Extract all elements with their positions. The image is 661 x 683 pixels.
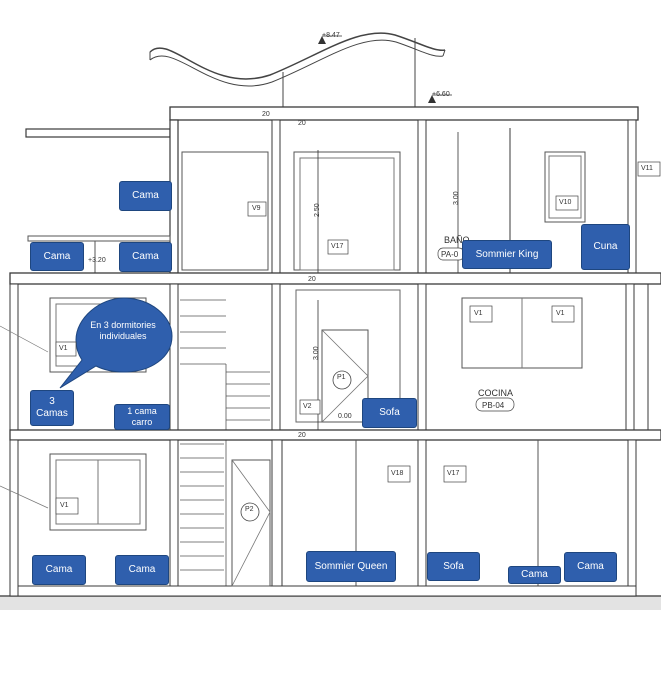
window-tags: V9 V17 V10 V11 V1 V2 V1 V1 V1 V18 V17 — [55, 161, 661, 515]
dim-20-d: 20 — [298, 432, 306, 439]
three-beds-tag[interactable]: 3 Camas — [30, 390, 74, 426]
window-v1-kitchen-b: V1 — [556, 310, 565, 317]
window-v11: V11 — [641, 165, 653, 172]
room-cocina: COCINA — [478, 388, 513, 398]
dim-20-b: 20 — [298, 120, 306, 127]
callout-bubble — [59, 297, 173, 389]
window-v17-lower: V17 — [447, 470, 460, 477]
door-p2: P2 — [245, 506, 254, 513]
room-bano-code: PA-0 — [441, 250, 459, 259]
dim-300-upper: 3.00 — [453, 191, 460, 205]
window-v1-lower: V1 — [60, 502, 69, 509]
window-v17-upper: V17 — [331, 243, 344, 250]
sommier-queen-tag[interactable]: Sommier Queen — [306, 551, 396, 582]
window-v2: V2 — [303, 403, 312, 410]
trundle-bed-tag[interactable]: 1 cama carro — [114, 404, 170, 430]
dim-250: 2.50 — [314, 203, 321, 217]
elev-roof: +6.60 — [432, 91, 450, 98]
window-v10: V10 — [559, 199, 572, 206]
elev-balcony: +3.20 — [88, 257, 106, 264]
bed-tag-upper-left[interactable]: Cama — [119, 181, 172, 211]
sommier-king-tag[interactable]: Sommier King — [462, 240, 552, 269]
dim-300-mid: 3.00 — [313, 346, 320, 360]
dim-20-c: 20 — [308, 276, 316, 283]
sofa-tag-ground[interactable]: Sofa — [427, 552, 480, 581]
bed-tag-ground-3[interactable]: Cama — [508, 566, 561, 584]
bed-tag-balcony-right[interactable]: Cama — [119, 242, 172, 272]
window-v1-left: V1 — [59, 345, 68, 352]
window-v1-kitchen-a: V1 — [474, 310, 483, 317]
staircase — [180, 299, 270, 586]
elev-ground: 0.00 — [338, 413, 352, 420]
bed-tag-ground-1[interactable]: Cama — [32, 555, 86, 585]
dim-20-a: 20 — [262, 111, 270, 118]
crib-tag[interactable]: Cuna — [581, 224, 630, 270]
roof-wave — [149, 32, 446, 80]
bed-tag-ground-2[interactable]: Cama — [115, 555, 169, 585]
sofa-tag-mid[interactable]: Sofa — [362, 398, 417, 428]
room-bano: BAÑO — [444, 235, 470, 245]
door-p1: P1 — [337, 374, 346, 381]
room-cocina-code: PB-04 — [482, 401, 505, 410]
elev-top: +8.47 — [322, 32, 340, 39]
window-v18: V18 — [391, 470, 404, 477]
bed-tag-balcony-left[interactable]: Cama — [30, 242, 84, 271]
window-v9: V9 — [252, 205, 261, 212]
ground-strip — [0, 596, 661, 610]
bed-tag-ground-4[interactable]: Cama — [564, 552, 617, 582]
